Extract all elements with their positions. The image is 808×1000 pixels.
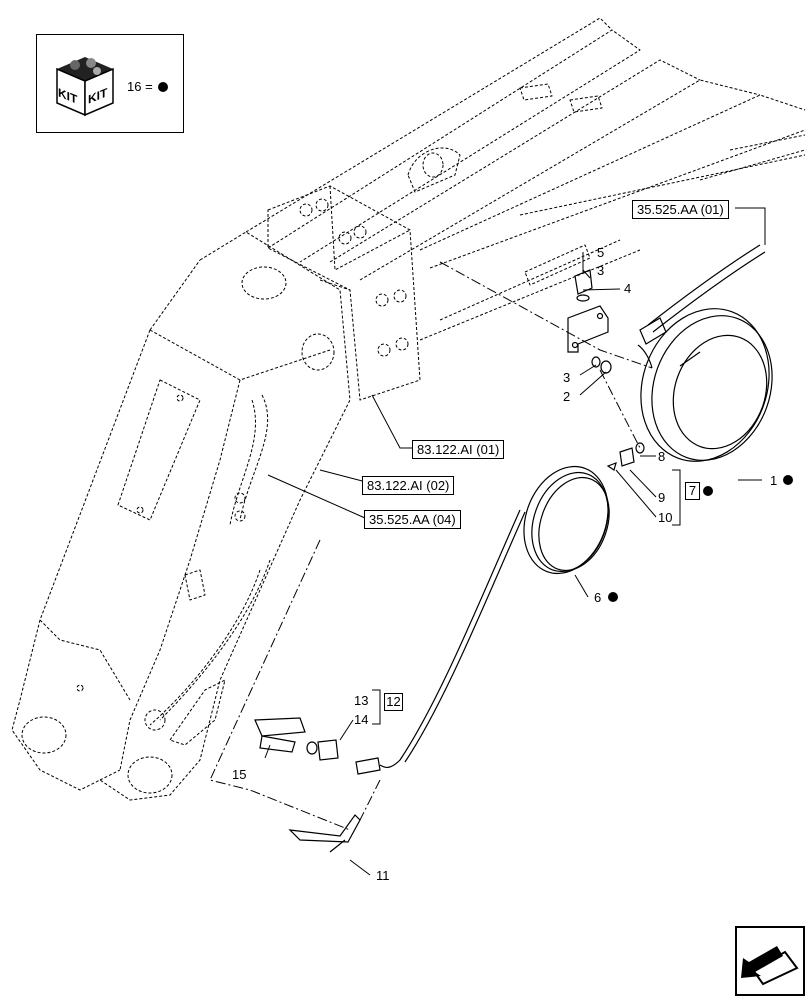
callout-1-dot xyxy=(783,475,793,485)
leader-lines xyxy=(264,207,766,876)
callout-3-top: 3 xyxy=(597,263,605,278)
kit-legend-box: KIT KIT 16 = xyxy=(36,34,184,133)
hose-reel-components xyxy=(254,244,773,853)
callout-12: 12 xyxy=(384,693,403,711)
callout-15: 15 xyxy=(232,767,247,782)
ref-83122ai-02[interactable]: 83.122.AI (02) xyxy=(362,476,455,495)
ref-35525aa-04[interactable]: 35.525.AA (04) xyxy=(364,510,461,529)
callout-4: 4 xyxy=(624,281,632,296)
callout-13: 13 xyxy=(354,693,369,708)
kit-box-icon xyxy=(56,57,114,117)
callout-7-dot xyxy=(703,486,713,496)
callout-5: 5 xyxy=(597,245,605,260)
assembly-lines xyxy=(209,261,653,831)
callout-14: 14 xyxy=(354,712,369,727)
callout-10: 10 xyxy=(658,510,673,525)
boom-arm-phantom xyxy=(11,17,806,801)
callout-1: 1 xyxy=(770,473,778,488)
callout-7: 7 xyxy=(685,482,700,500)
callout-3-bottom: 3 xyxy=(563,370,571,385)
hose-reel-inner xyxy=(672,334,768,450)
kit-dot-marker xyxy=(158,82,168,92)
callout-6-dot xyxy=(608,592,618,602)
callout-11: 11 xyxy=(376,868,390,883)
ref-35525aa-01[interactable]: 35.525.AA (01) xyxy=(632,200,729,219)
next-page-arrow-icon xyxy=(741,946,799,986)
next-page-button[interactable] xyxy=(735,926,805,996)
callout-2: 2 xyxy=(563,389,571,404)
kit-legend-text: 16 = xyxy=(127,79,153,94)
callout-9: 9 xyxy=(658,490,666,505)
callout-6: 6 xyxy=(594,590,602,605)
callout-8: 8 xyxy=(658,449,666,464)
ref-83122ai-01[interactable]: 83.122.AI (01) xyxy=(412,440,505,459)
